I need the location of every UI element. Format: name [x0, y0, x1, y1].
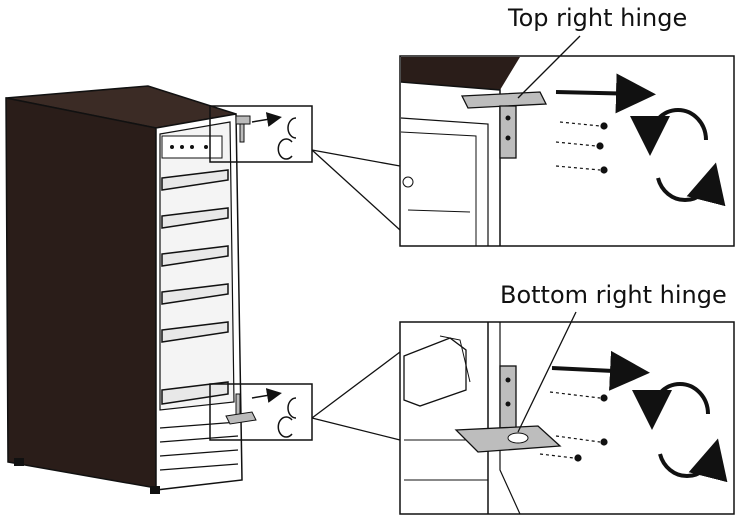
cabinet-top-hinge — [235, 115, 251, 143]
bottom-callout-box — [209, 383, 313, 441]
top-callout-box — [209, 105, 313, 163]
bottom-grille — [159, 421, 239, 471]
callout-connectors — [311, 149, 401, 441]
top-right-hinge-label: Top right hinge — [508, 4, 688, 32]
top-hinge-detail — [399, 55, 735, 247]
top-screws — [555, 121, 608, 174]
bottom-rotation-icon — [632, 382, 728, 483]
top-label-leader — [517, 35, 581, 99]
cabinet-bottom-hinge — [225, 393, 257, 425]
bottom-screws — [539, 391, 608, 462]
bottom-hinge-detail — [399, 321, 735, 515]
wine-shelves — [161, 169, 229, 405]
top-rotation-icon — [630, 108, 726, 207]
bottom-right-hinge-label: Bottom right hinge — [500, 281, 727, 309]
top-hinge-plate — [460, 91, 548, 109]
remove-direction-arrow — [555, 73, 656, 114]
wine-cooler-cabinet — [5, 85, 243, 494]
remove-direction-arrow-bottom — [551, 350, 650, 391]
bottom-label-leader — [517, 311, 577, 433]
bottom-hinge-bracket — [499, 365, 517, 429]
